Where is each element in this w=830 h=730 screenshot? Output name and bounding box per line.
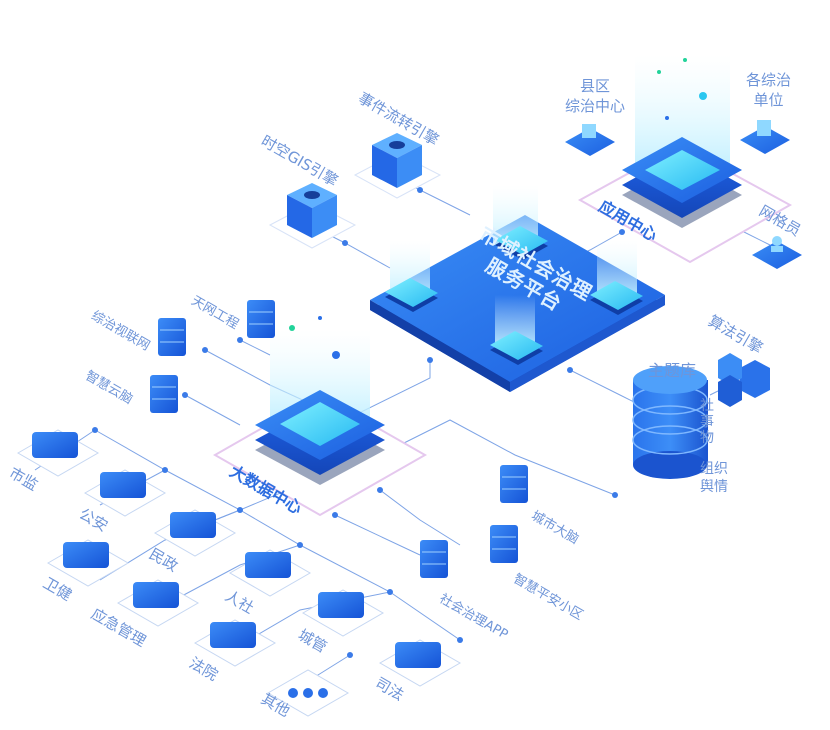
topic-item: 社 [700,398,714,414]
central-platform [370,185,665,392]
county-center-line2: 综治中心 [565,97,626,115]
topic-item: 组织 [700,461,728,477]
server-stack-shelves [152,311,526,565]
topic-hub-title: 主题库 [648,361,697,380]
county-center-label: 县区 综治中心 [565,76,625,116]
topic-items: 社 事 物 [700,398,716,446]
algorithm-engine-cubes [718,353,770,407]
department-devices [16,429,462,717]
platform-module [495,226,548,260]
units-node [740,120,790,154]
topic-item: 物 [700,430,714,446]
county-center-node [565,124,615,156]
more-icon [266,669,350,717]
server-stacks [150,300,528,578]
event-engine-cube [353,133,442,199]
platform-module [385,278,438,312]
application-hub [577,55,793,264]
platform-module [490,331,543,365]
units-label: 各综治 单位 [746,70,791,110]
county-center-line1: 县区 [580,77,611,95]
units-line2: 单位 [753,91,784,109]
topic-item: 舆情 [700,479,728,495]
grid-worker-node [752,236,802,269]
platform-module [590,281,643,315]
topic-database [632,366,708,479]
gis-engine-cube [268,183,357,249]
topic-item: 事 [700,414,714,430]
units-line1: 各综治 [746,71,792,89]
bigdata-hub [212,316,428,517]
